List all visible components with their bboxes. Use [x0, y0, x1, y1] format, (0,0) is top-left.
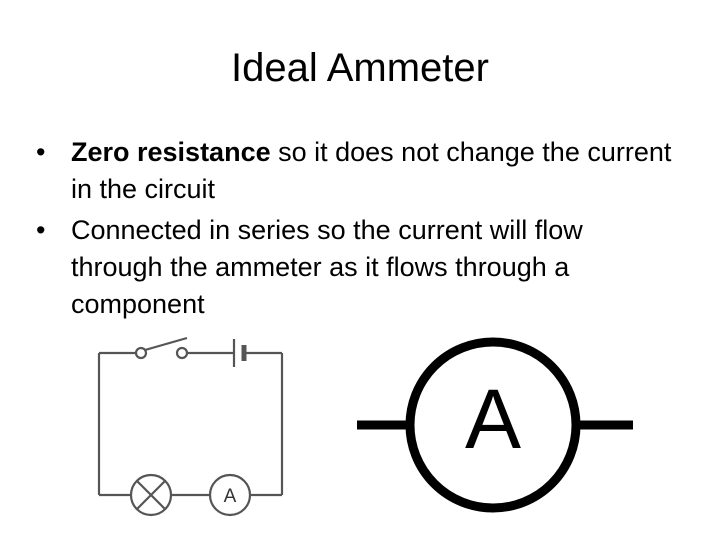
slide-title: Ideal Ammeter — [231, 46, 489, 90]
bullet-list: • Zero resistance so it does not change … — [36, 134, 676, 327]
switch-contact-right — [175, 346, 189, 360]
circuit-ammeter-label: A — [224, 486, 237, 507]
switch-lever — [144, 336, 188, 352]
bullet-text: Connected in series so the current will … — [71, 215, 583, 319]
ammeter-symbol: A — [357, 337, 633, 513]
lamp-cross-b — [136, 480, 166, 510]
bullet-dot: • — [36, 215, 46, 245]
bullet-item: • Connected in series so the current wil… — [36, 212, 676, 323]
bullet-text: so it does not change the current in the… — [71, 137, 672, 204]
bullet-emphasis: Zero resistance — [71, 137, 271, 167]
bullet-item: • Zero resistance so it does not change … — [36, 134, 676, 208]
bullet-dot: • — [36, 137, 46, 167]
symbol-label: A — [465, 372, 521, 466]
switch-contact-left — [134, 346, 148, 360]
series-circuit-diagram: A — [97, 336, 284, 517]
